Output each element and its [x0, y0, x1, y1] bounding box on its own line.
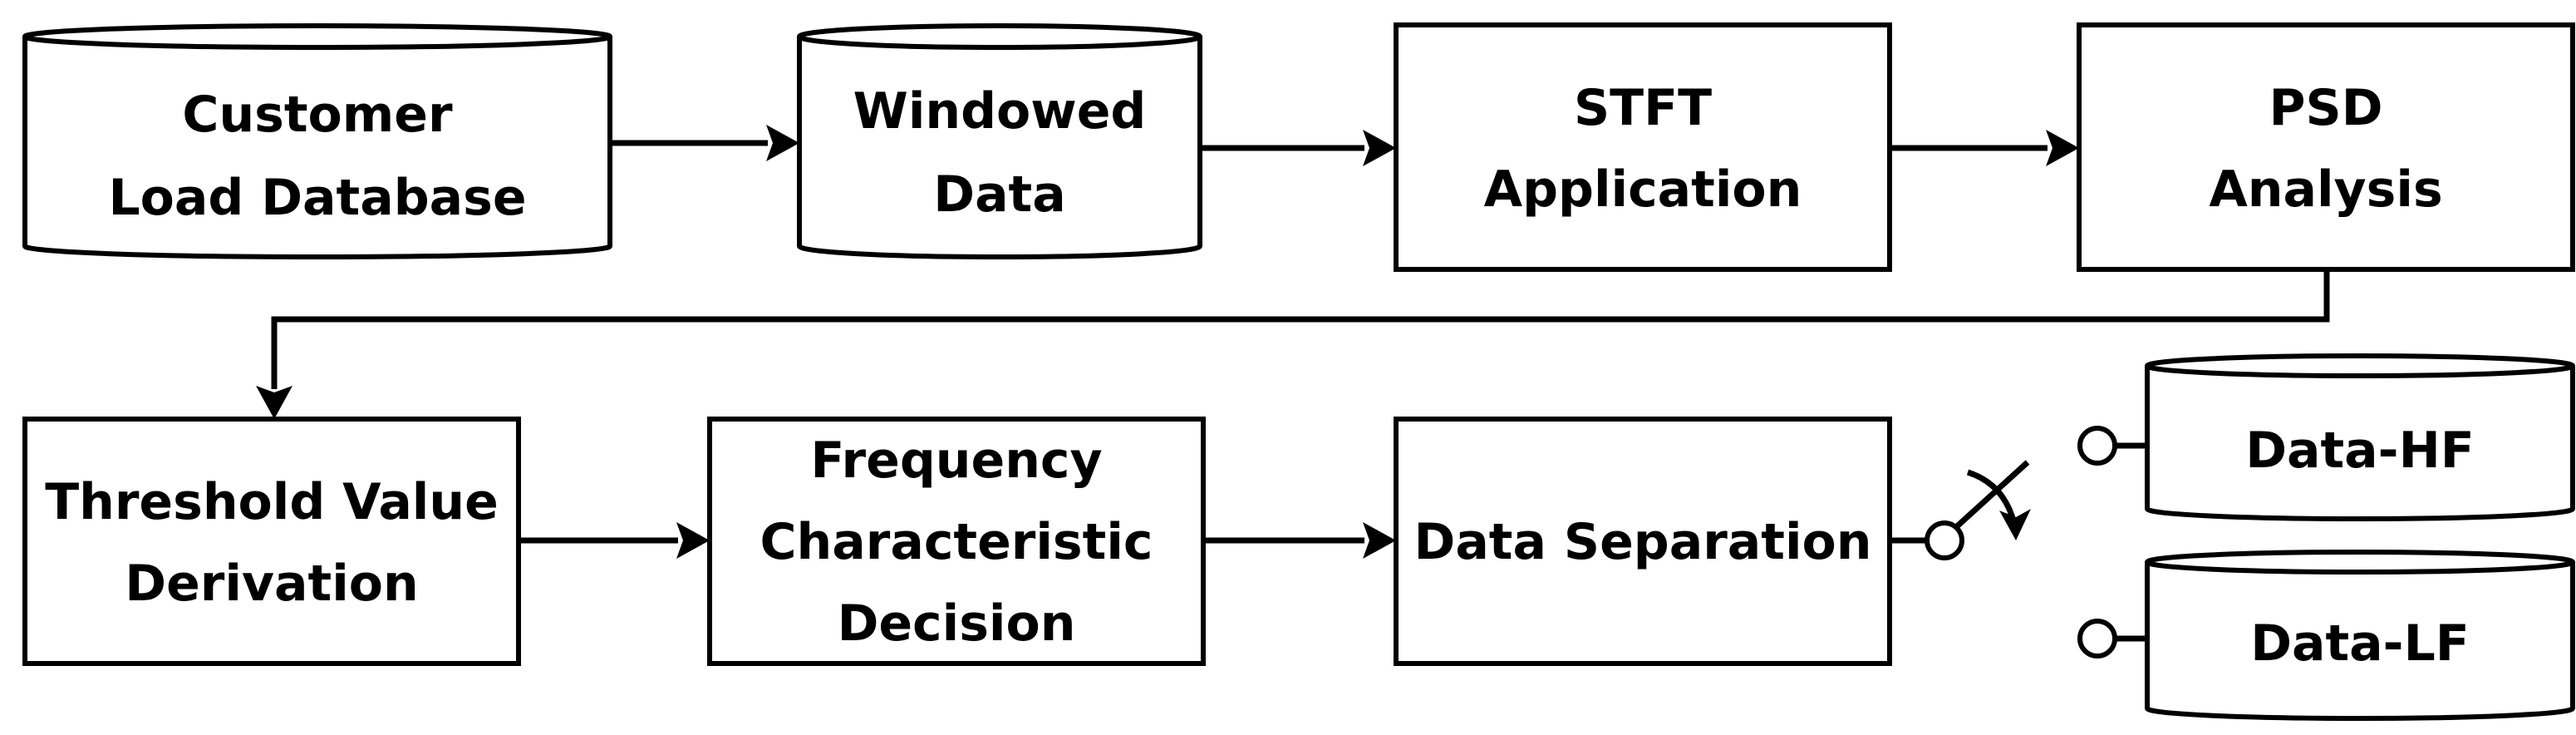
cylinder-body: [2145, 562, 2575, 721]
node-label-line-1: Data-LF: [2250, 614, 2470, 673]
node-label-line-1: Threshold Value: [45, 473, 499, 531]
data-separation-node: Data Separation: [1394, 417, 1892, 666]
process-box: [707, 417, 1206, 666]
threshold-value-derivation-node: Threshold Value Derivation: [22, 417, 521, 666]
lf-terminal: [2077, 619, 2117, 659]
cylinder-body: [2145, 366, 2575, 521]
arrow-threshold-to-frequency: [519, 522, 710, 559]
cylinder-top: [22, 23, 612, 50]
arrow-frequency-to-separation: [1203, 522, 1396, 559]
data-hf-node: Data-HF: [2077, 353, 2575, 521]
cylinder-top: [797, 23, 1202, 50]
arrow-customer-to-windowed: [610, 125, 799, 161]
process-box: [22, 417, 521, 666]
node-label-line-2: Data: [933, 165, 1065, 224]
arrow-windowed-to-stft: [1200, 130, 1396, 166]
node-label-line-1: Frequency: [810, 432, 1102, 490]
separation-switch: [1890, 460, 2031, 560]
node-label-line-1: Customer: [182, 86, 453, 144]
node-label-line-2: Application: [1484, 160, 1802, 219]
node-label-line-1: Data-HF: [2245, 422, 2475, 480]
psd-analysis-node: PSD Analysis: [2077, 22, 2575, 272]
cylinder-body: [22, 37, 612, 259]
data-lf-node: Data-LF: [2077, 550, 2575, 721]
switch-pivot-terminal: [1925, 520, 1964, 560]
arrow-psd-to-threshold: [256, 269, 2330, 419]
stft-application-node: STFT Application: [1394, 22, 1892, 272]
process-box: [1394, 22, 1892, 272]
node-label-line-1: Windowed: [853, 82, 1147, 141]
cylinder-top: [2145, 353, 2575, 378]
customer-load-database-node: Customer Load Database: [22, 23, 612, 259]
windowed-data-node: Windowed Data: [797, 23, 1202, 259]
arrow-stft-to-psd: [1890, 130, 2079, 166]
node-label-line-1: STFT: [1574, 79, 1712, 137]
cylinder-top: [2145, 550, 2575, 575]
node-label-line-1: Data Separation: [1414, 513, 1872, 571]
cylinder-body: [797, 37, 1202, 259]
node-label-line-3: Decision: [838, 594, 1076, 653]
node-label-line-2: Load Database: [108, 169, 526, 227]
switch-blade: [1954, 460, 2030, 530]
node-label-line-1: PSD: [2269, 79, 2383, 137]
switch-motion-arrowhead: [1999, 509, 2031, 540]
node-label-line-2: Characteristic: [760, 513, 1153, 571]
process-box: [2077, 22, 2575, 272]
frequency-characteristic-decision-node: Frequency Characteristic Decision: [707, 417, 1206, 666]
node-label-line-2: Derivation: [125, 555, 418, 613]
hf-terminal: [2077, 426, 2117, 466]
node-label-line-2: Analysis: [2209, 160, 2442, 219]
